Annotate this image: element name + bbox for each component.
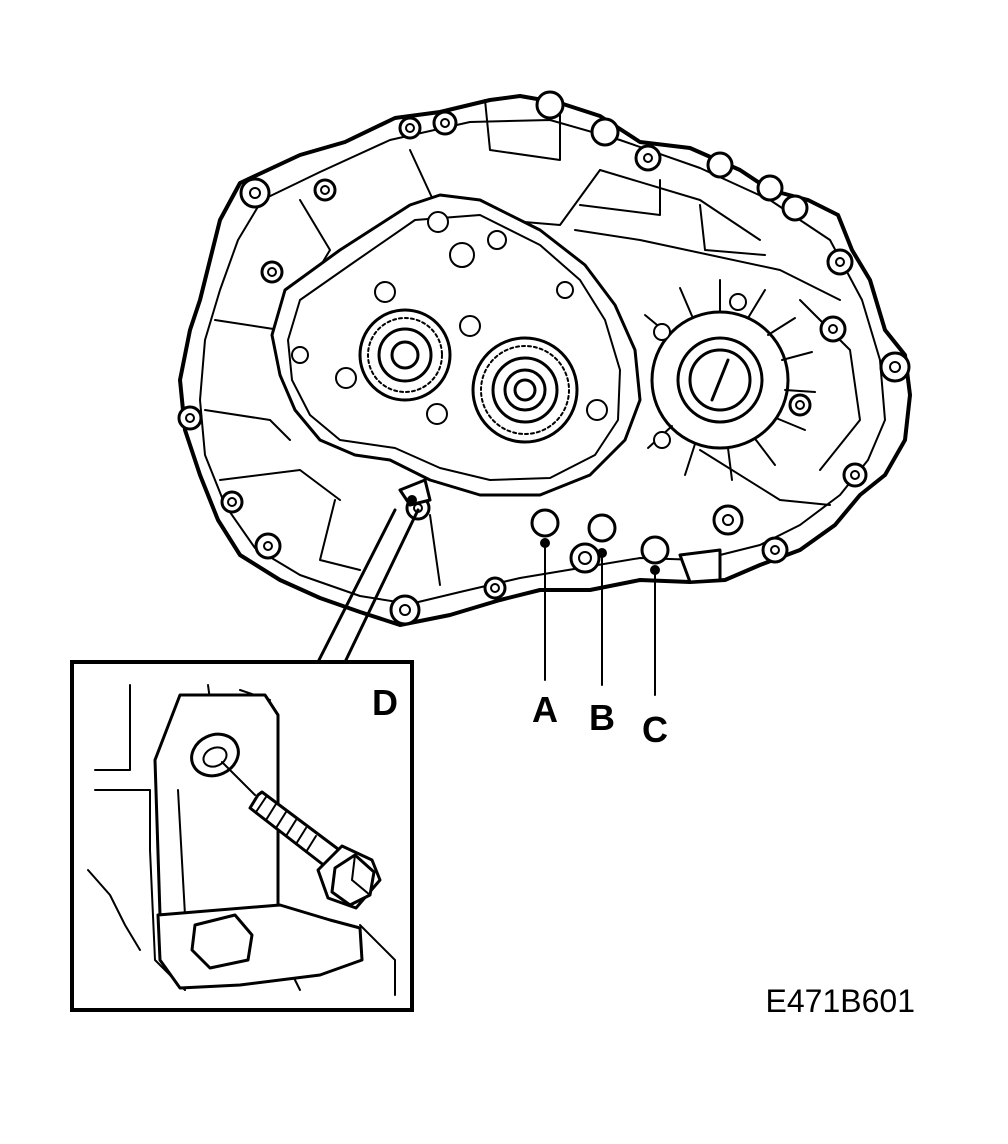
housing-rib: [574, 229, 841, 301]
bolt: [248, 790, 382, 910]
housing-rib: [219, 469, 341, 501]
output-shaft-bearing: [471, 336, 579, 444]
rim-bolts: [177, 90, 911, 626]
plate-hole: [459, 315, 481, 337]
callout-label-b: B: [589, 697, 615, 738]
plate-hole: [335, 367, 357, 389]
callout-leaders: [540, 538, 660, 696]
input-shaft-bearing: [358, 308, 452, 402]
housing-rib: [429, 514, 441, 586]
housing-rib: [579, 179, 661, 216]
housing-rib: [484, 99, 561, 161]
bolt-threads: [255, 796, 317, 853]
detail-d-connector: [316, 495, 420, 664]
bolt-boss: [706, 151, 734, 179]
bolt-insertion-line: [221, 761, 256, 796]
detail-d-label: D: [372, 682, 398, 723]
plate-hole: [487, 230, 507, 250]
mounting-bracket-edge: [177, 789, 186, 916]
plug-b-boss-hole: [578, 551, 592, 565]
plug-c: [640, 535, 670, 565]
differential-fins: [644, 279, 816, 481]
bolt-boss: [781, 194, 809, 222]
gearbox-housing: [177, 90, 912, 627]
callout-label-c: C: [642, 709, 668, 750]
diff-bolt: [653, 323, 671, 341]
housing-rib: [699, 204, 766, 256]
base-boss: [190, 913, 254, 970]
plate-hole: [291, 346, 309, 364]
plate-hole: [556, 281, 574, 299]
detail-bg-line: [94, 684, 131, 771]
plate-hole: [427, 211, 449, 233]
plate-hole: [449, 242, 475, 268]
bolt-head-edge: [351, 854, 356, 881]
diff-bolt: [653, 431, 671, 449]
plug-b: [587, 513, 617, 543]
plate-hole: [586, 399, 608, 421]
housing-rib: [599, 169, 761, 241]
detail-bg-line: [359, 924, 396, 996]
plate-hole: [374, 281, 396, 303]
housing-rib: [319, 499, 361, 571]
housing-rib: [699, 449, 831, 506]
plate-hole: [426, 403, 448, 425]
housing-rib: [204, 409, 291, 441]
detail-d-inset: D: [70, 660, 414, 1012]
diff-bolt: [729, 293, 747, 311]
figure-id: E471B601: [766, 983, 915, 1019]
shaft-cover-inner: [287, 214, 621, 481]
differential-housing: [644, 279, 816, 481]
detail-bg-line: [94, 789, 151, 851]
housing-flange: [199, 119, 886, 605]
bracket-bolt-hole-inner: [202, 746, 228, 768]
bolt-boss: [590, 117, 620, 147]
plug-a: [530, 508, 560, 538]
detail-d-lead-lines: [316, 508, 420, 664]
detail-d-origin: [407, 495, 417, 505]
housing-foot: [678, 548, 722, 584]
detail-bg-line: [87, 869, 141, 951]
callout-label-a: A: [532, 689, 558, 730]
bolt-head-edge: [351, 879, 371, 896]
bolt-boss: [756, 174, 784, 202]
bolt-boss: [535, 90, 565, 120]
